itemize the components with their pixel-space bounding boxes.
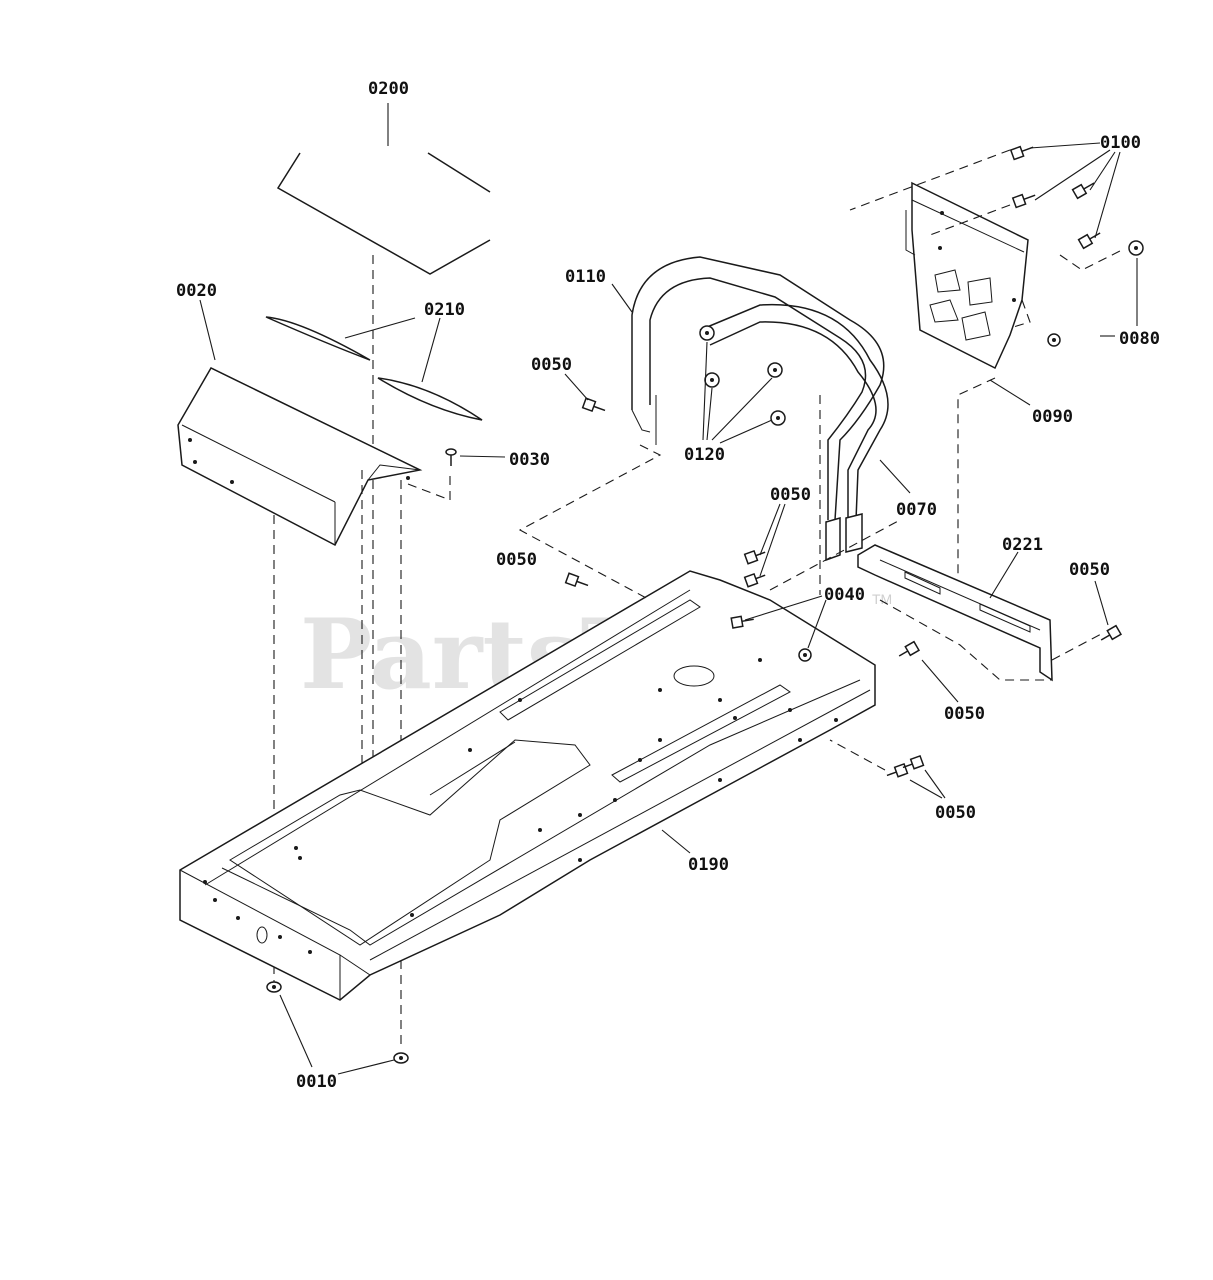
dash-rail-bolt xyxy=(1051,631,1106,661)
label-0050-upper: 0050 xyxy=(531,355,572,375)
dash-handle-right xyxy=(769,519,901,591)
watermark-trademark: TM xyxy=(872,591,892,607)
bolt-0040[interactable] xyxy=(730,614,754,629)
label-0050-mid: 0050 xyxy=(770,485,811,505)
washer-set-0080[interactable] xyxy=(1047,240,1144,347)
bolt-0040-b[interactable] xyxy=(798,648,812,662)
dash-bracket xyxy=(1009,299,1031,329)
label-0110: 0110 xyxy=(565,267,606,287)
frame-0190[interactable] xyxy=(179,570,876,1001)
handle-0070[interactable] xyxy=(699,303,889,562)
nut-set-0120[interactable] xyxy=(699,325,786,426)
label-0050-lower: 0050 xyxy=(935,803,976,823)
dash-bolt-1 xyxy=(849,149,1011,211)
label-0100: 0100 xyxy=(1100,133,1141,153)
screw-0030[interactable] xyxy=(445,448,457,466)
bolt-0050-mid-2[interactable] xyxy=(743,571,767,588)
bolt-0050-mid-left[interactable] xyxy=(564,572,590,590)
dash-bolt-4 xyxy=(1059,249,1123,271)
nut-0010-right[interactable] xyxy=(393,1052,409,1064)
label-0080: 0080 xyxy=(1119,329,1160,349)
seat-pan-0020[interactable] xyxy=(177,367,423,547)
label-0050-right: 0050 xyxy=(1069,560,1110,580)
label-0040: 0040 xyxy=(824,585,865,605)
dash-line-0030 xyxy=(407,470,451,501)
label-0120: 0120 xyxy=(684,445,725,465)
dash-bracket-down xyxy=(957,377,996,575)
strip-pair-0210[interactable] xyxy=(265,316,483,421)
bolt-0050-upper-left[interactable] xyxy=(581,397,607,415)
dash-handle-left xyxy=(518,444,662,601)
label-0010: 0010 xyxy=(296,1072,337,1092)
bracket-0090[interactable] xyxy=(905,181,1029,370)
label-0070: 0070 xyxy=(896,500,937,520)
label-0190: 0190 xyxy=(688,855,729,875)
rail-bracket-0221[interactable] xyxy=(857,544,1053,682)
label-0020: 0020 xyxy=(176,281,217,301)
bolt-0050-lower-2[interactable] xyxy=(901,754,925,772)
bolt-0050-right-rail[interactable] xyxy=(1099,624,1122,645)
label-0050-left: 0050 xyxy=(496,550,537,570)
bolt-0050-frame[interactable] xyxy=(897,640,920,661)
label-0210: 0210 xyxy=(424,300,465,320)
nut-0010-left[interactable] xyxy=(266,981,282,993)
bolt-set-0100[interactable] xyxy=(1009,143,1103,250)
label-0221: 0221 xyxy=(1002,535,1043,555)
leader-lines xyxy=(199,103,1138,1075)
seat-pad-0200[interactable] xyxy=(276,152,491,275)
handle-0110[interactable] xyxy=(631,256,885,521)
label-0030: 0030 xyxy=(509,450,550,470)
label-0200: 0200 xyxy=(368,79,409,99)
label-0050-frame: 0050 xyxy=(944,704,985,724)
dash-rail xyxy=(879,599,1052,681)
dash-lower-bolts xyxy=(829,739,886,771)
label-0090: 0090 xyxy=(1032,407,1073,427)
bolt-0050-mid-1[interactable] xyxy=(743,548,767,565)
